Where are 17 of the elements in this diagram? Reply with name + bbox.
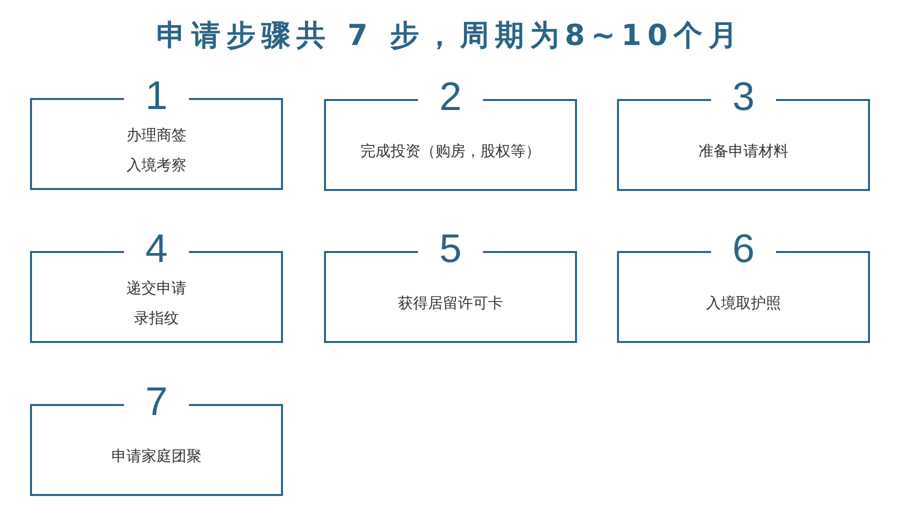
step-text: 完成投资（购房，股权等） <box>360 141 540 162</box>
step-text: 入境取护照 <box>706 293 781 314</box>
step-text: 办理商签 <box>126 125 186 146</box>
step-text: 申请家庭团聚 <box>112 446 202 467</box>
step-number: 3 <box>731 74 756 120</box>
step-text: 入境考察 <box>126 155 186 176</box>
step-number: 1 <box>144 73 169 119</box>
step-text: 录指纹 <box>134 308 179 329</box>
step-number: 2 <box>438 74 463 120</box>
step-text: 递交申请 <box>126 278 186 299</box>
step-text: 准备申请材料 <box>698 141 788 162</box>
step-text: 获得居留许可卡 <box>398 293 503 314</box>
step-number: 4 <box>144 226 169 272</box>
title: 申请步骤共 7 步，周期为8~10个月 <box>155 17 745 54</box>
step-number: 5 <box>438 226 463 272</box>
step-number: 7 <box>144 379 169 425</box>
step-number: 6 <box>731 226 756 272</box>
